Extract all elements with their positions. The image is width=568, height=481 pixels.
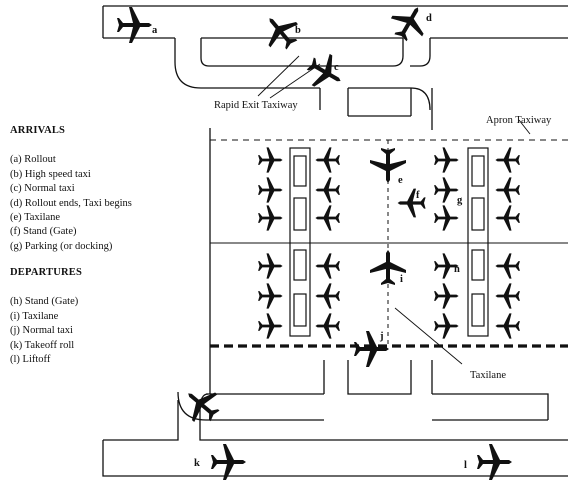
- letter-f: f: [416, 190, 420, 201]
- parked-aircraft-icon: [315, 253, 340, 279]
- parked-aircraft-icon: [434, 147, 459, 173]
- arrivals-item: (g) Parking (or docking): [10, 240, 113, 252]
- label-rapid-exit-taxiway: Rapid Exit Taxiway: [214, 100, 298, 111]
- aircraft-k-icon: [211, 444, 246, 480]
- label-taxilane: Taxilane: [470, 370, 506, 381]
- parked-aircraft-icon: [315, 205, 340, 231]
- letter-j: j: [379, 331, 384, 342]
- aircraft-f-icon: [397, 188, 426, 218]
- departures-legend: DEPARTURES (h) Stand (Gate) (i) Taxilane…: [10, 266, 82, 367]
- letter-h: h: [454, 264, 460, 275]
- arrivals-legend: ARRIVALS (a) Rollout (b) High speed taxi…: [10, 124, 132, 254]
- parked-aircraft-icon: [258, 313, 283, 339]
- parked-aircraft-icon: [434, 205, 459, 231]
- arrivals-item: (b) High speed taxi: [10, 168, 91, 180]
- parked-aircraft-icon: [434, 283, 459, 309]
- letter-a: a: [152, 25, 158, 36]
- departures-item: (k) Takeoff roll: [10, 339, 75, 351]
- parked-aircraft-icon: [258, 253, 283, 279]
- arrivals-item: (e) Taxilane: [10, 212, 61, 224]
- letter-g: g: [457, 195, 463, 206]
- parked-aircraft-icon: [315, 313, 340, 339]
- pointer-lines: [257, 55, 531, 365]
- parked-aircraft-icon: [434, 313, 459, 339]
- parked-aircraft-icon: [495, 177, 520, 203]
- letter-e: e: [398, 175, 403, 186]
- parked-aircraft-icon: [495, 205, 520, 231]
- letter-c: c: [334, 62, 339, 73]
- parked-aircraft-icon: [434, 177, 459, 203]
- departures-item: (h) Stand (Gate): [10, 296, 79, 308]
- parked-aircraft-icon: [258, 177, 283, 203]
- terminal-piers: [289, 147, 489, 337]
- parked-aircraft-icon: [315, 177, 340, 203]
- pavement-outlines: [102, 5, 568, 477]
- arrivals-heading: ARRIVALS: [10, 125, 66, 136]
- arrivals-item: (a) Rollout: [10, 154, 56, 166]
- letter-l: l: [464, 460, 467, 471]
- arrivals-item: (d) Rollout ends, Taxi begins: [10, 197, 132, 209]
- departures-heading: DEPARTURES: [10, 267, 83, 278]
- departures-item: (l) Liftoff: [10, 354, 51, 366]
- parked-aircraft-icon: [315, 147, 340, 173]
- parked-aircraft-icon: [258, 147, 283, 173]
- parked-aircraft-icon: [258, 283, 283, 309]
- letter-i: i: [400, 274, 403, 285]
- letter-d: d: [426, 13, 432, 24]
- letter-k: k: [194, 458, 200, 469]
- aircraft-j-icon: [354, 331, 389, 367]
- parked-aircraft-icon: [495, 283, 520, 309]
- arrivals-item: (c) Normal taxi: [10, 183, 75, 195]
- label-apron-taxiway: Apron Taxiway: [486, 115, 552, 126]
- arrivals-item: (f) Stand (Gate): [10, 226, 77, 238]
- parked-aircraft-icon: [315, 283, 340, 309]
- departures-item: (i) Taxilane: [10, 310, 59, 322]
- parked-aircraft-icon: [495, 147, 520, 173]
- parked-aircraft-icon: [495, 313, 520, 339]
- letter-b: b: [295, 25, 301, 36]
- departures-item: (j) Normal taxi: [10, 325, 73, 337]
- parked-aircraft-icon: [258, 205, 283, 231]
- aircraft-l-icon: [477, 444, 512, 480]
- aircraft-foreground-icon: [176, 379, 227, 430]
- parked-aircraft-icon: [495, 253, 520, 279]
